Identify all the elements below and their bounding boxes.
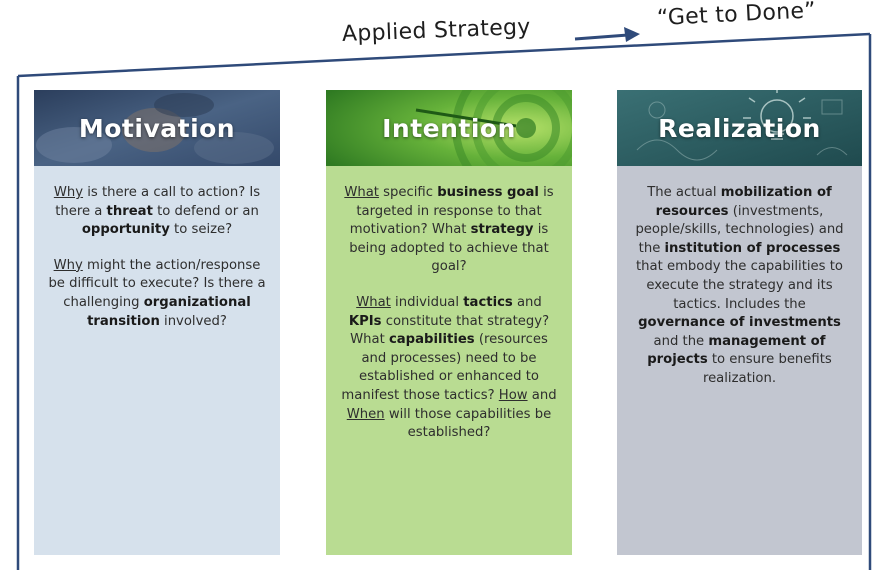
frame-top-line <box>17 32 871 78</box>
motivation-body: Why is there a call to action? Is there … <box>34 166 280 555</box>
motivation-banner-image <box>34 90 280 166</box>
realization-title: Realization <box>658 113 821 143</box>
realization-column: Realization The actual mobilization of r… <box>617 90 862 555</box>
intention-banner-image <box>326 90 572 166</box>
motivation-column: Motivation Why is there a call to action… <box>34 90 280 555</box>
arrow-icon <box>574 27 640 42</box>
lightbulb-icon <box>743 90 811 140</box>
intention-banner: Intention <box>326 90 572 166</box>
intention-paragraph-1: What specific business goal is targeted … <box>344 185 554 275</box>
motivation-paragraph-1: Why is there a call to action? Is there … <box>53 185 261 238</box>
motivation-title: Motivation <box>78 113 236 143</box>
realization-banner: Realization <box>617 90 862 166</box>
motivation-banner: Motivation <box>34 90 280 166</box>
realization-body: The actual mobilization of resources (in… <box>617 166 862 555</box>
realization-banner-image <box>617 90 862 166</box>
realization-paragraph-1: The actual mobilization of resources (in… <box>635 185 844 386</box>
intention-body: What specific business goal is targeted … <box>326 166 572 555</box>
intention-title: Intention <box>382 113 516 143</box>
intention-column: Intention What specific business goal is… <box>326 90 572 555</box>
motivation-paragraph-2: Why might the action/response be difficu… <box>48 257 266 329</box>
intention-paragraph-2: What individual tactics and KPIs constit… <box>341 294 557 441</box>
